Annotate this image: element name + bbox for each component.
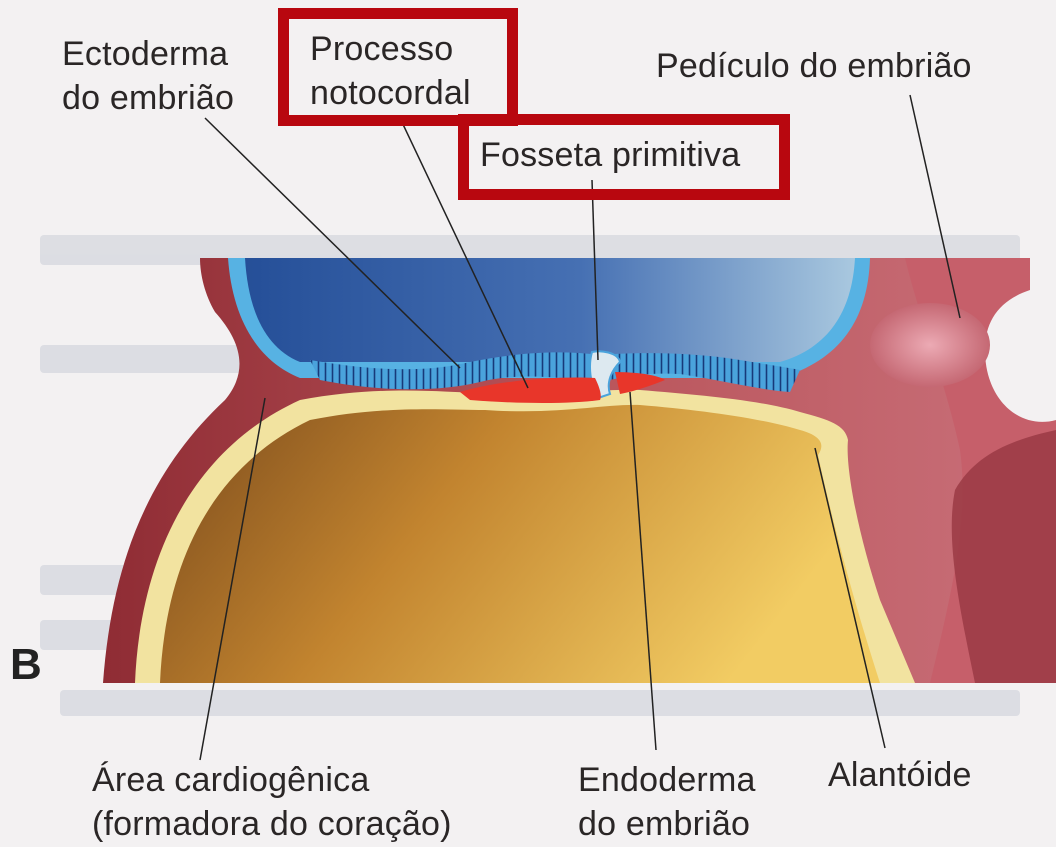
label-endoderma-line2: do embrião xyxy=(578,802,756,846)
highlight-box-processo xyxy=(278,8,518,126)
label-area-line2: (formadora do coração) xyxy=(92,802,452,846)
label-endoderma-line1: Endoderma xyxy=(578,758,756,802)
body-stalk-highlight xyxy=(870,303,990,387)
label-alantoide: Alantóide xyxy=(828,753,972,797)
label-pediculo: Pedículo do embrião xyxy=(656,44,972,88)
highlight-box-fosseta xyxy=(458,114,790,200)
label-area-line1: Área cardiogênica xyxy=(92,758,452,802)
amniotic-cavity xyxy=(245,258,855,362)
yolk-sac xyxy=(160,405,880,683)
label-ectoderma: Ectoderma do embrião xyxy=(62,32,234,120)
label-ectoderma-line1: Ectoderma xyxy=(62,32,234,76)
panel-letter: B xyxy=(10,640,42,690)
label-endoderma: Endoderma do embrião xyxy=(578,758,756,846)
label-ectoderma-line2: do embrião xyxy=(62,76,234,120)
label-area-cardiogenica: Área cardiogênica (formadora do coração) xyxy=(92,758,452,846)
